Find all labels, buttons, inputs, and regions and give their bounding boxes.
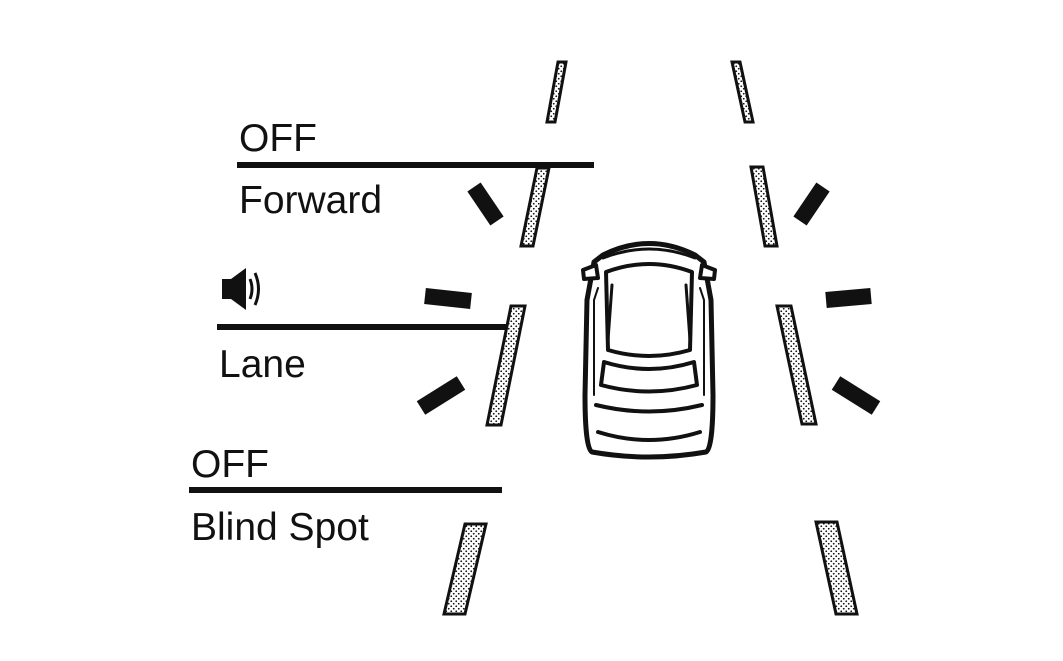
indicator-upper-left [467, 182, 504, 226]
lane-marker-right-upper [749, 165, 779, 248]
indicator-lower-left [416, 376, 466, 415]
blind-spot-alert-label: Blind Spot [191, 506, 369, 549]
alert-indicators [416, 182, 881, 415]
forward-status-label: OFF [239, 117, 317, 160]
lane-marker-right-near [814, 520, 859, 616]
lane-markings [442, 60, 859, 616]
indicator-middle-left [424, 288, 472, 309]
forward-alert-label: Forward [239, 179, 383, 222]
lane-marker-left-near [442, 522, 488, 616]
lane-marker-left-middle [485, 304, 527, 427]
indicator-lower-right [831, 376, 881, 415]
lane-marker-right-far [730, 60, 755, 124]
blind-spot-status-label: OFF [191, 443, 269, 486]
lane-marker-right-middle [775, 304, 818, 426]
indicator-middle-right [825, 288, 872, 308]
lane-marker-left-far [545, 60, 568, 124]
lane-marker-left-upper [519, 166, 551, 248]
vehicle-icon [581, 241, 717, 460]
speaker-icon [222, 268, 260, 310]
indicator-upper-right [793, 182, 830, 226]
lane-alert-label: Lane [219, 343, 306, 386]
